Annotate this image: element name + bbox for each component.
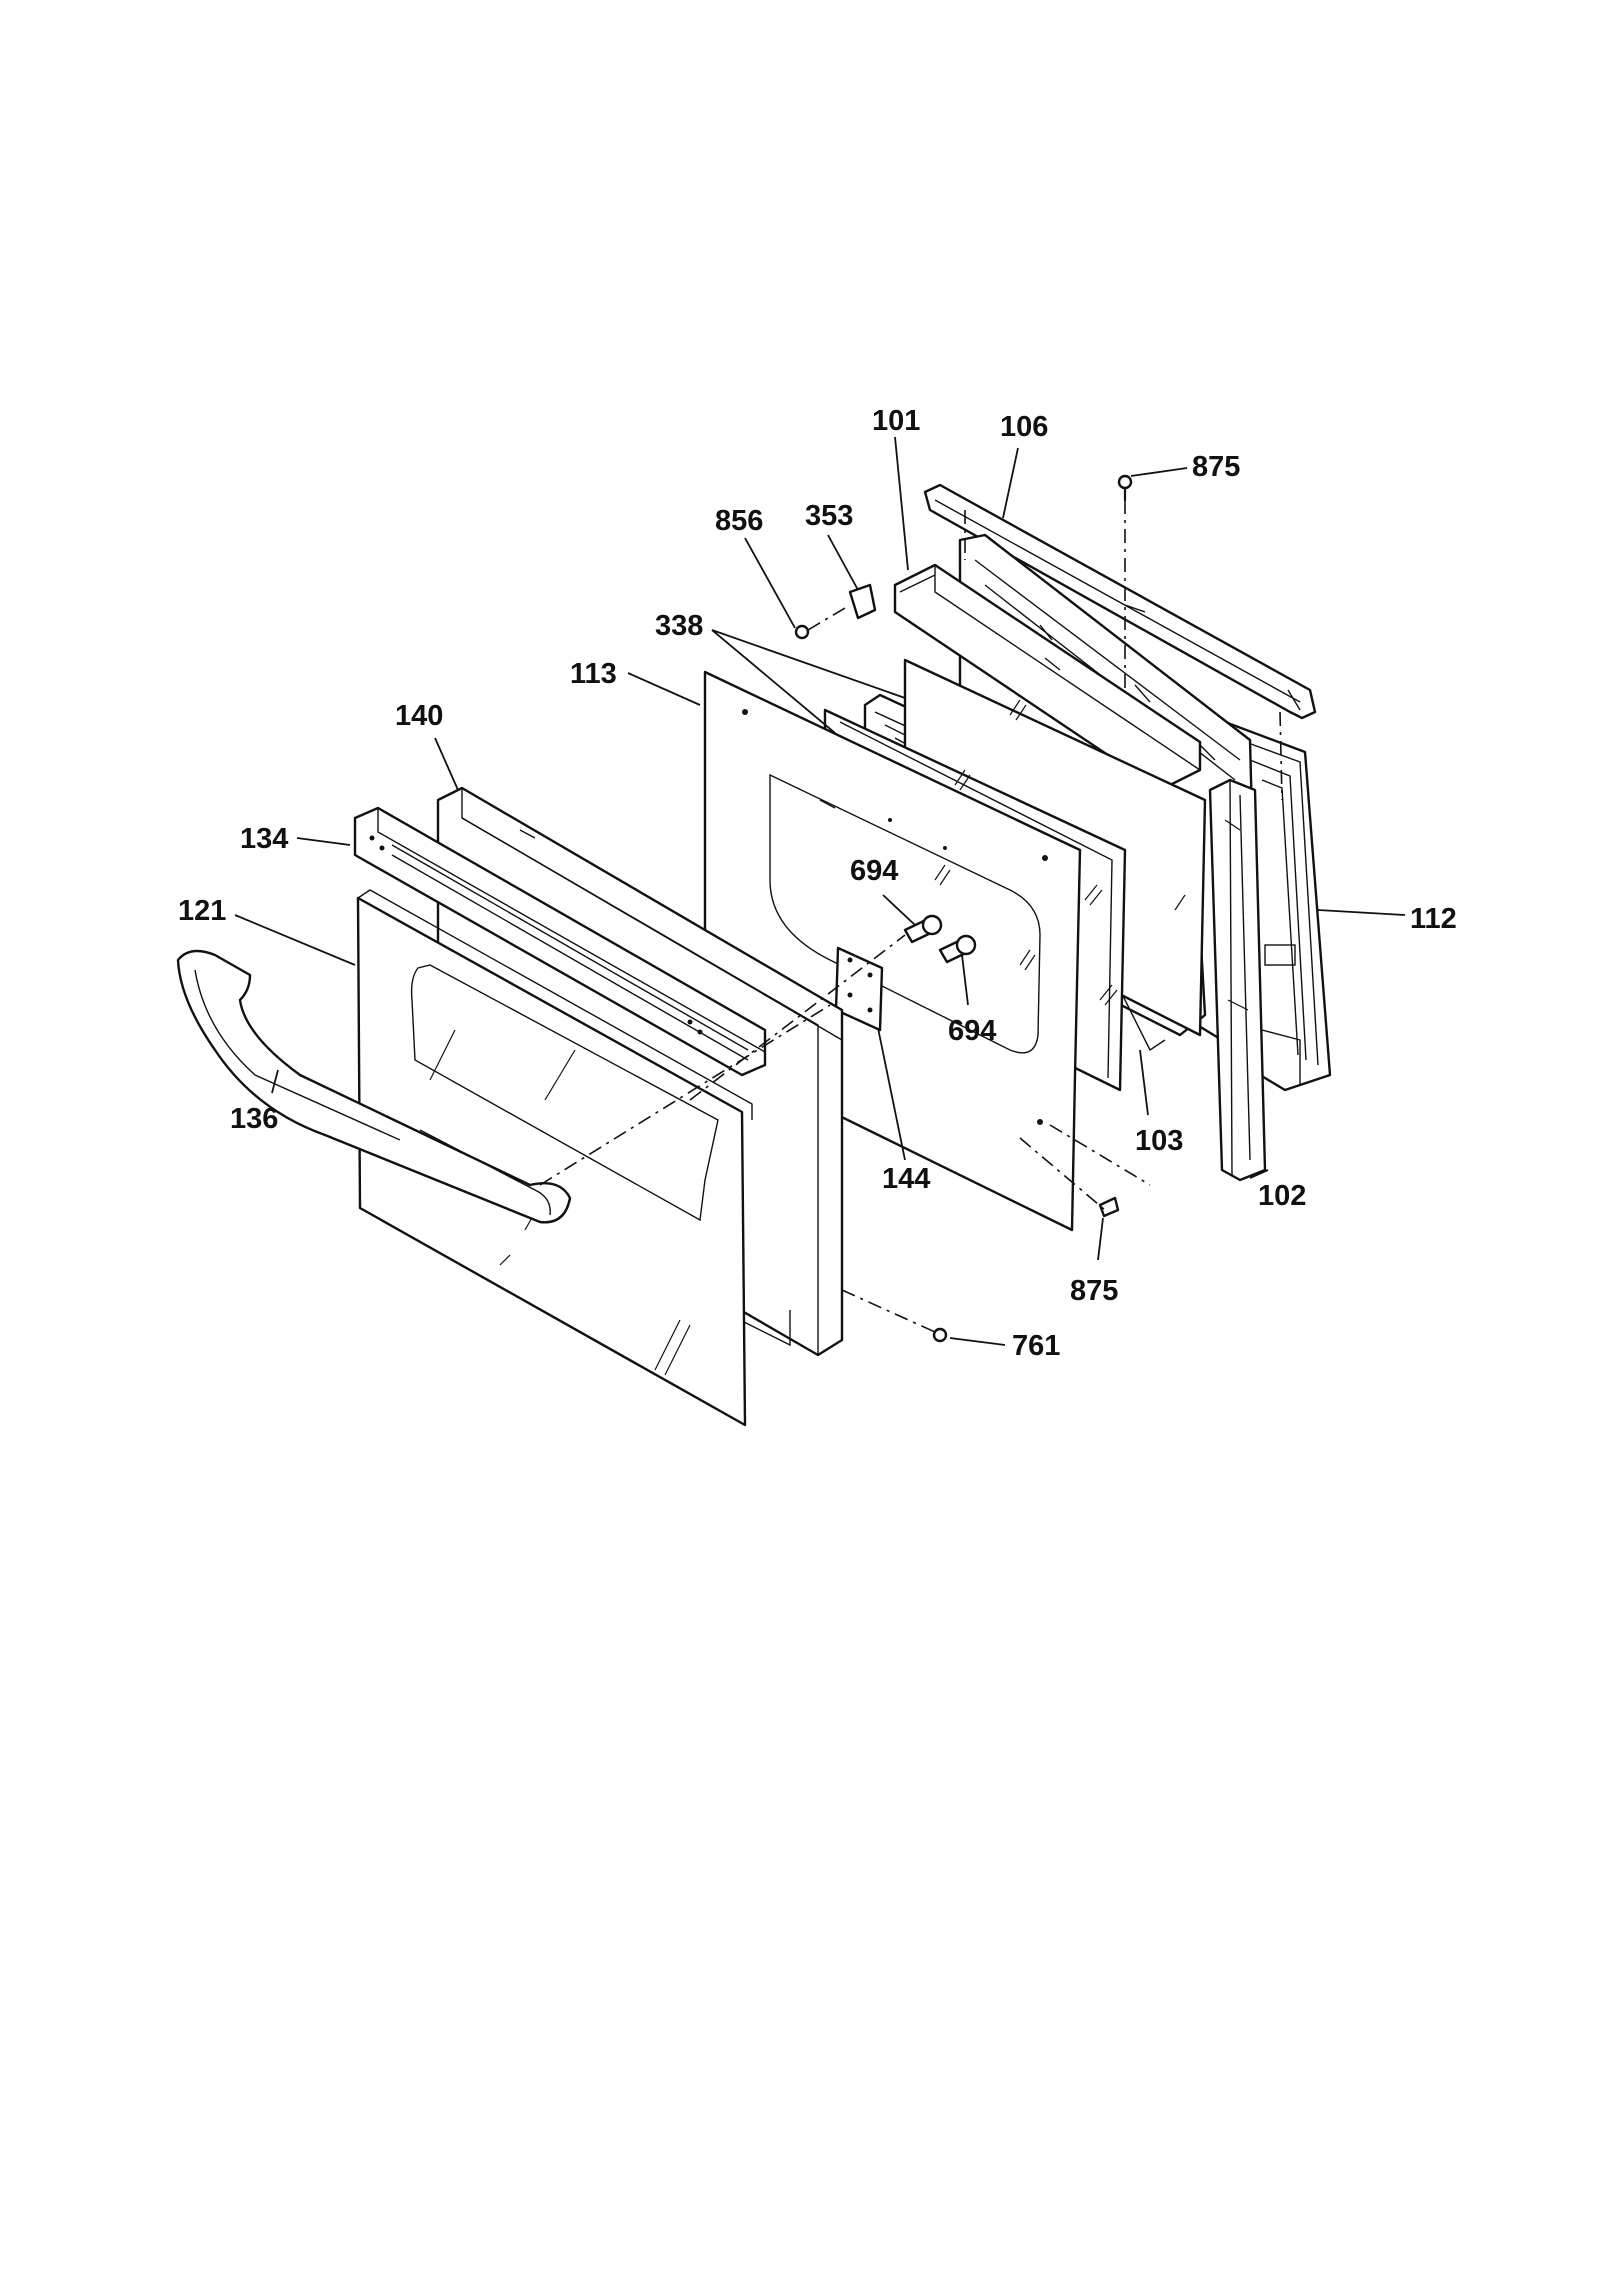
label-134: 134 [240, 823, 288, 855]
label-694-upper: 694 [850, 855, 898, 887]
label-338: 338 [655, 610, 703, 642]
label-144: 144 [882, 1163, 930, 1195]
label-102: 102 [1258, 1180, 1306, 1212]
screw-761 [932, 1327, 948, 1343]
label-856: 856 [715, 505, 763, 537]
label-101: 101 [872, 405, 920, 437]
screw-875-bottom [1098, 1196, 1120, 1218]
label-112: 112 [1410, 903, 1457, 935]
label-121: 121 [178, 895, 226, 927]
screw-856 [794, 624, 810, 640]
label-875-top: 875 [1192, 451, 1240, 483]
label-140: 140 [395, 700, 443, 732]
screw-875-top [1117, 474, 1133, 502]
assembly-lines [539, 500, 1283, 1333]
label-694-lower: 694 [948, 1015, 996, 1047]
top-bracket-rail [893, 563, 1202, 792]
label-761: 761 [1012, 1330, 1060, 1362]
outer-door-glass-121 [356, 889, 753, 1427]
label-353: 353 [805, 500, 853, 532]
top-trim-106 [923, 483, 1317, 720]
door-handle-136 [176, 949, 572, 1224]
side-channel-102 [1208, 778, 1267, 1182]
label-875-bottom: 875 [1070, 1275, 1118, 1307]
screw-694-b [938, 934, 977, 964]
label-103: 103 [1135, 1125, 1183, 1157]
hinge-bracket-144 [834, 946, 884, 1032]
label-106: 106 [1000, 411, 1048, 443]
clip-353 [848, 583, 877, 620]
part-labels: 101 106 875 856 353 338 113 140 134 121 … [178, 405, 1457, 1362]
screw-694-a [903, 914, 943, 944]
vent-trim-134 [353, 806, 767, 1077]
label-113: 113 [570, 658, 617, 690]
label-136: 136 [230, 1103, 278, 1135]
leader-lines [234, 436, 1406, 1346]
